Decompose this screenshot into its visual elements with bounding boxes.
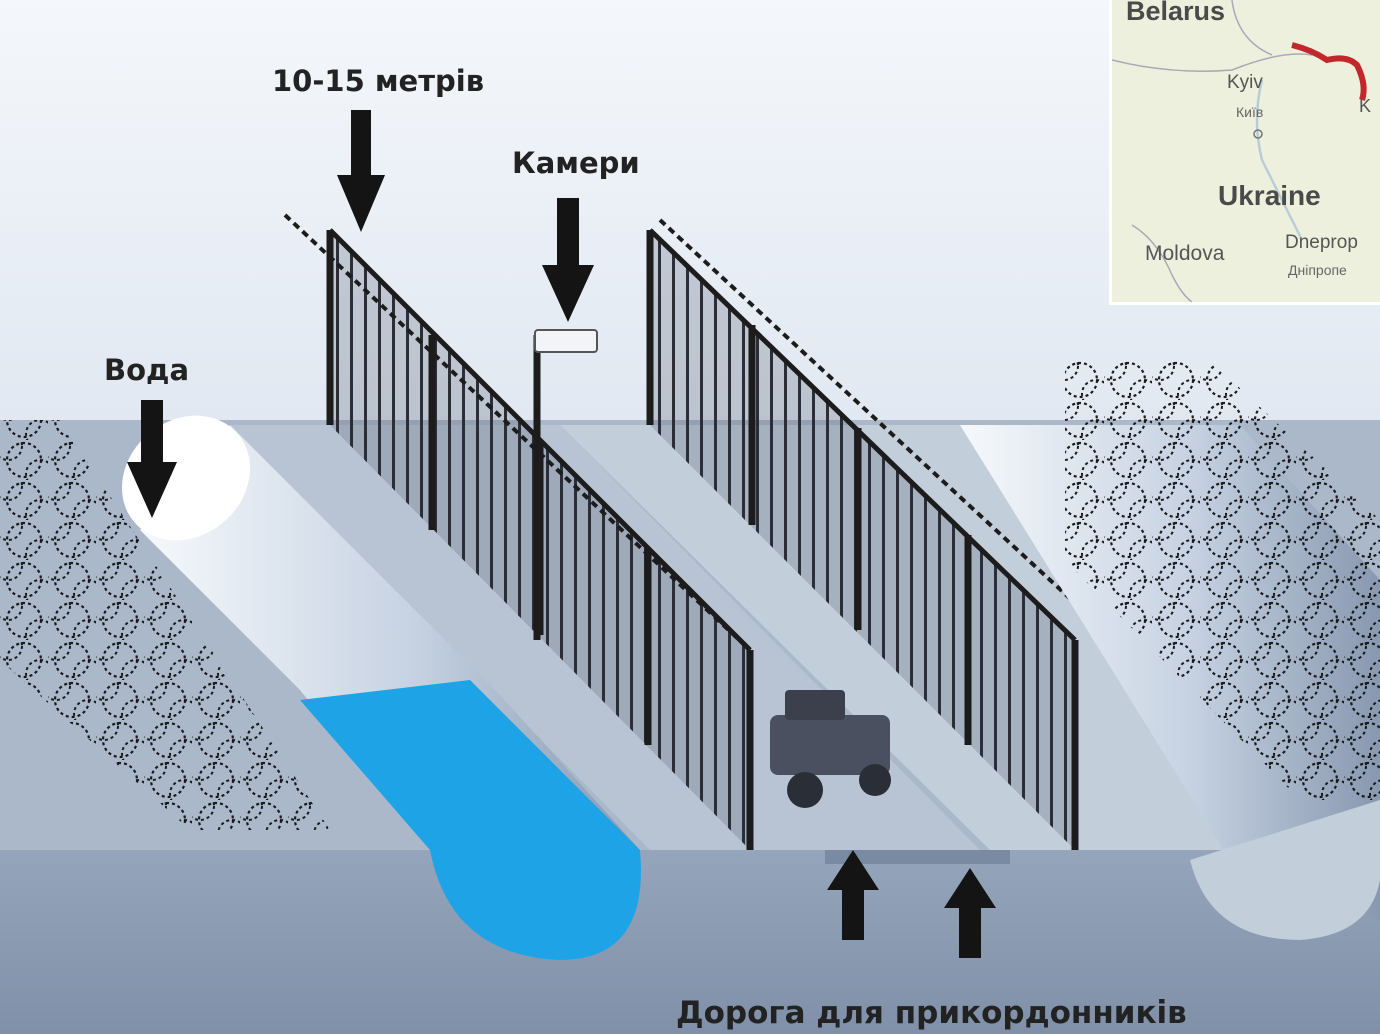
fence-right — [646, 218, 1117, 850]
camera-pole — [533, 329, 598, 640]
map-label-edge-city: K — [1359, 96, 1372, 116]
camera-icon — [534, 329, 598, 353]
map-label-dnipro-native: Дніпропе — [1288, 262, 1347, 278]
map-label-kyiv: Kyiv — [1227, 72, 1263, 93]
road-edge — [825, 850, 1010, 864]
patrol-jeep-icon — [770, 690, 891, 808]
border-highlight — [1291, 42, 1367, 101]
map-label-moldova: Moldova — [1145, 242, 1225, 265]
map-shapes — [1112, 0, 1380, 302]
patrol-road-label: Дорога для прикордонників — [676, 995, 1187, 1031]
inset-map: Belarus Kyiv Київ K Ukraine Moldova Dnep… — [1109, 0, 1380, 305]
arrow-down-cameras — [542, 198, 594, 322]
water-fill — [300, 680, 640, 850]
map-label-ukraine: Ukraine — [1218, 180, 1321, 211]
map-label-kyiv-native: Київ — [1236, 104, 1264, 120]
arrow-down-meters — [337, 110, 385, 232]
water-ditch — [121, 415, 641, 960]
arrow-up-road-right — [944, 868, 996, 958]
cameras-label: Камери — [512, 146, 640, 180]
map-label-belarus: Belarus — [1126, 0, 1226, 26]
razor-wire-right — [1065, 360, 1380, 800]
arrows — [127, 110, 996, 958]
arrow-up-road-left — [827, 850, 879, 940]
fence-height-label: 10-15 метрів — [272, 64, 485, 98]
ground-front — [0, 850, 1380, 1034]
razor-wire-left — [0, 420, 330, 830]
water-label: Вода — [104, 353, 190, 387]
arrow-down-water — [127, 400, 177, 518]
map-label-dnipro: Dneprop — [1285, 232, 1358, 253]
